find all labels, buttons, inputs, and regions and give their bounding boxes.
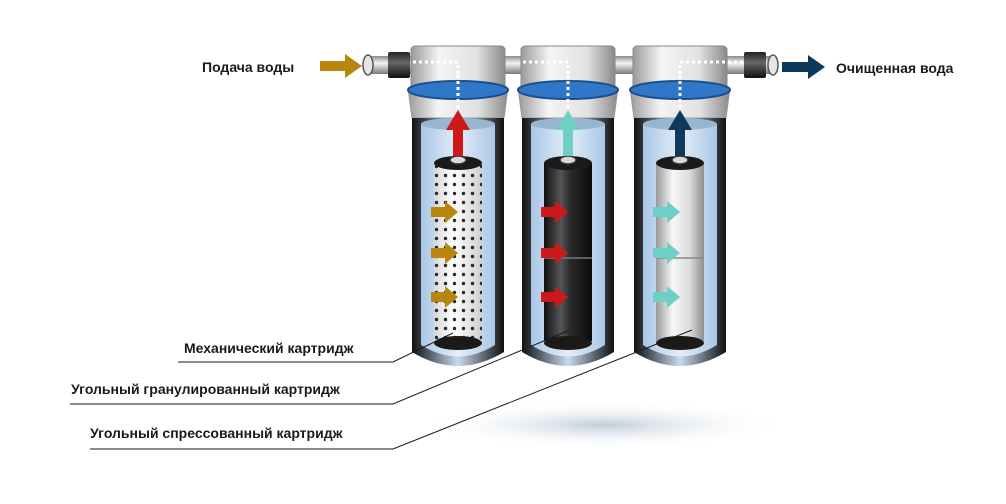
granular-carbon-label: Угольный гранулированный картридж: [71, 381, 341, 397]
outlet-arrow-icon: [782, 55, 825, 79]
head-flow-path-2: [520, 60, 570, 74]
flow-arrows-stage-2: [541, 201, 568, 308]
leader-line-pressed: [90, 329, 693, 450]
leader-line-mechanical: [178, 332, 454, 363]
inlet-nut: [388, 52, 410, 78]
flow-arrows-stage-3: [653, 201, 680, 308]
head-flow-path-3: [678, 60, 745, 74]
water-in-label: Подача воды: [202, 59, 294, 75]
water-out-label: Очищенная вода: [836, 60, 954, 76]
head-flow-path-1: [410, 60, 460, 74]
inlet-arrow-icon: [320, 54, 362, 78]
flow-arrows-stage-1: [431, 201, 458, 308]
inlet-pipe-end: [362, 54, 374, 76]
floor-shadow: [420, 401, 790, 449]
outlet-pipe-end: [767, 54, 779, 76]
mechanical-cartridge-label: Механический картридж: [184, 340, 355, 356]
flow-arrow-up-navy: [668, 110, 692, 156]
flow-arrow-up-red: [446, 110, 470, 156]
outlet-nut: [744, 52, 766, 78]
flow-arrow-up-teal: [556, 110, 580, 156]
pressed-carbon-label: Угольный спрессованный картридж: [90, 425, 344, 441]
leader-line-granular: [70, 329, 571, 405]
mechanical-cartridge: [434, 155, 482, 350]
